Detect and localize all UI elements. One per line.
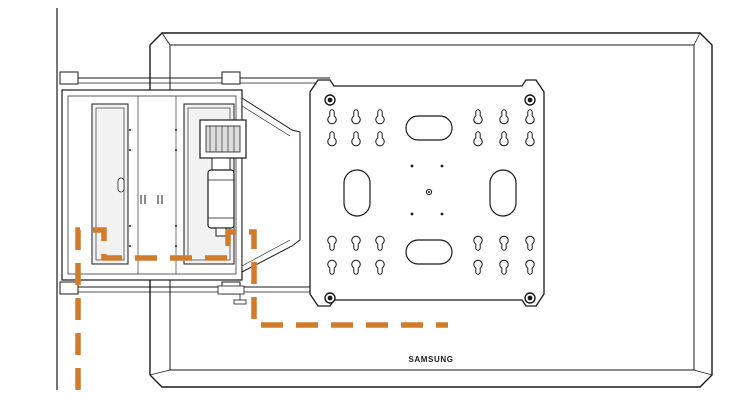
keyhole-slot xyxy=(351,109,361,125)
motor-gear-unit xyxy=(199,119,247,237)
keyhole-slot xyxy=(375,235,385,251)
keyhole-slot xyxy=(327,109,337,125)
keyhole-slot xyxy=(525,259,535,275)
vesa-plate-holes xyxy=(327,109,535,275)
keyhole-slot xyxy=(473,109,483,125)
keyhole-slot xyxy=(499,131,509,147)
keyhole-slot xyxy=(351,259,361,275)
keyhole-slot xyxy=(473,235,483,251)
keyhole-slot xyxy=(327,235,337,251)
keyhole-slot xyxy=(473,259,483,275)
keyhole-slot xyxy=(375,259,385,275)
plate-slot-bottom xyxy=(405,239,453,265)
keyhole-slot xyxy=(327,259,337,275)
keyhole-slot xyxy=(351,131,361,147)
tv-bezel-bevels xyxy=(149,32,713,376)
plate-bolt xyxy=(324,292,336,304)
keyhole-slot xyxy=(499,109,509,125)
vesa-mount-plate xyxy=(309,79,545,307)
keyhole-slot xyxy=(525,131,535,147)
plate-slot-right xyxy=(489,169,517,217)
keyhole-slot xyxy=(375,109,385,125)
keyhole-slot xyxy=(351,235,361,251)
plate-bolt xyxy=(324,94,336,106)
keyhole-slot xyxy=(525,109,535,125)
keyhole-slot xyxy=(525,235,535,251)
tv-brand-logo: SAMSUNG xyxy=(408,355,453,364)
keyhole-slot xyxy=(327,131,337,147)
keyhole-slot xyxy=(375,131,385,147)
plate-bolt xyxy=(524,94,536,106)
vesa-plate-bolts xyxy=(324,94,536,304)
keyhole-slot xyxy=(499,235,509,251)
plate-bolt xyxy=(524,292,536,304)
keyhole-slot xyxy=(473,131,483,147)
plate-center-dots xyxy=(410,164,444,216)
plate-slot-left xyxy=(343,169,371,217)
tv-brand-strip xyxy=(400,354,462,364)
plate-slot-top xyxy=(405,115,453,141)
keyhole-slot xyxy=(499,259,509,275)
